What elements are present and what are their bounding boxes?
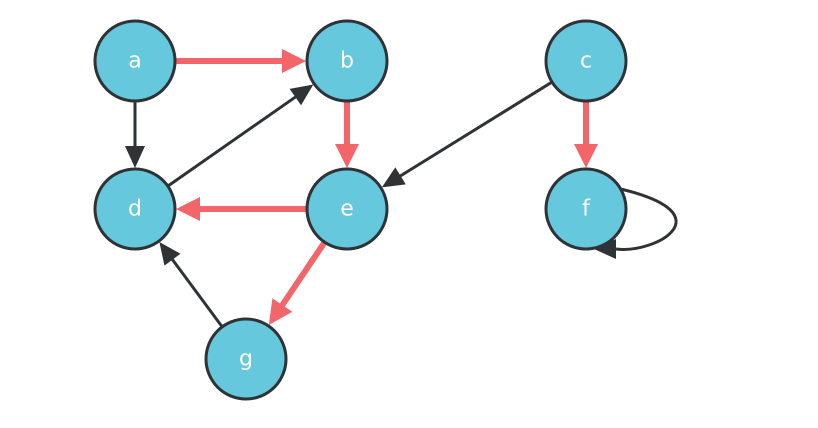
node-b: b: [305, 19, 389, 103]
node-circle: [544, 19, 628, 103]
edge-c-f: [574, 101, 598, 168]
arrowhead: [268, 298, 293, 325]
nodes-layer: a b c d e f g: [93, 19, 628, 401]
node-f: f: [544, 167, 628, 251]
arrowhead: [159, 241, 181, 266]
arrowhead: [594, 239, 616, 259]
node-label: g: [239, 347, 253, 372]
node-a: a: [93, 19, 177, 103]
node-label: f: [582, 197, 591, 222]
edge-line: [615, 187, 678, 251]
edge-line: [278, 240, 328, 309]
node-label: c: [580, 49, 592, 74]
arrowhead: [282, 49, 306, 73]
node-label: b: [340, 49, 354, 74]
edge-a-b: [175, 49, 306, 73]
edge-c-e: [381, 80, 553, 188]
edge-e-d: [176, 197, 307, 221]
node-label: e: [340, 197, 354, 222]
node-circle: [93, 167, 177, 251]
edge-a-d: [125, 101, 145, 168]
edge-line: [166, 94, 298, 188]
arrowhead: [574, 144, 598, 168]
node-circle: [305, 167, 389, 251]
node-circle: [93, 19, 177, 103]
arrowhead: [335, 144, 359, 168]
node-label: a: [128, 49, 141, 74]
edge-d-b: [166, 84, 314, 188]
edge-f-f: [594, 187, 678, 259]
arrowhead: [381, 167, 406, 188]
node-e: e: [305, 167, 389, 251]
node-circle: [305, 19, 389, 103]
edge-b-e: [335, 101, 359, 168]
edges-layer: [125, 49, 678, 328]
arrowhead: [176, 197, 200, 221]
node-c: c: [544, 19, 628, 103]
node-circle: [544, 167, 628, 251]
arrowhead: [289, 84, 314, 106]
node-label: d: [128, 197, 142, 222]
edge-g-d: [159, 241, 224, 328]
arrowhead: [125, 146, 145, 168]
node-d: d: [93, 167, 177, 251]
edge-line: [170, 257, 224, 328]
node-g: g: [204, 317, 288, 401]
node-circle: [204, 317, 288, 401]
edge-e-g: [268, 240, 328, 325]
edge-line: [398, 80, 553, 179]
